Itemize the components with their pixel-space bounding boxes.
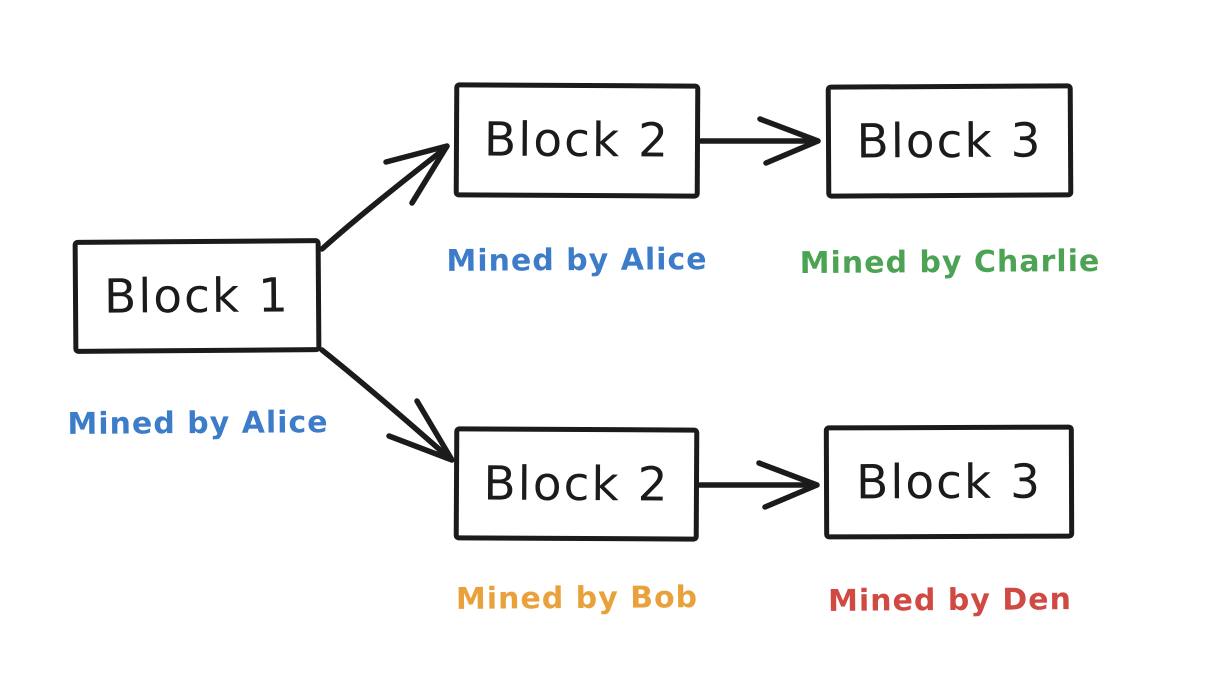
block-3-top: Block 3 [825,83,1074,199]
miner-label-block-3-top: Mined by Charlie [799,243,1101,282]
arrow-block2-bottom-to-block3-bottom [697,460,820,510]
block-3-bottom-label: Block 3 [855,454,1043,510]
block-2-bottom-label: Block 2 [483,456,670,512]
miner-label-block-1: Mined by Alice [67,405,329,442]
block-3-top-label: Block 3 [856,113,1043,169]
block-1-label: Block 1 [103,267,291,325]
arrow-block1-to-block2-top [319,143,450,252]
miner-label-block-3-bottom: Mined by Den [827,582,1073,619]
miner-label-block-2-bottom: Mined by Bob [455,580,699,617]
block-3-bottom: Block 3 [823,424,1075,540]
block-1: Block 1 [72,238,322,354]
miner-label-block-2-top: Mined by Alice [446,242,708,279]
arrow-block2-top-to-block3-top [698,116,821,166]
block-2-bottom: Block 2 [453,426,700,542]
block-2-top: Block 2 [453,82,701,199]
block-2-top-label: Block 2 [483,112,671,169]
